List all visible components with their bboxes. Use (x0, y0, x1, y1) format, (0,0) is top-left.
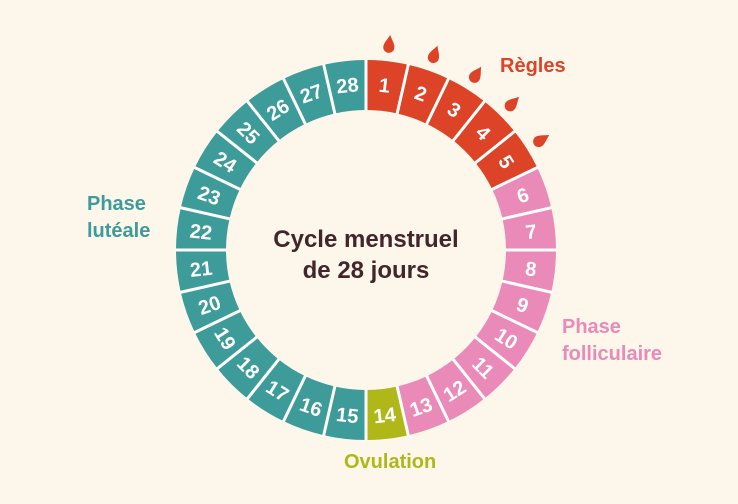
segment-divider (501, 206, 553, 221)
day-segment-4 (453, 101, 515, 163)
day-number-21: 21 (189, 258, 214, 282)
segment-divider (281, 77, 307, 125)
phase-folliculaire-label: Phase folliculaire (562, 316, 663, 365)
day-segment-16 (283, 376, 335, 436)
day-segment-18 (217, 337, 279, 399)
day-number-8: 8 (524, 258, 538, 281)
day-segment-27 (283, 64, 335, 124)
day-segment-14 (366, 386, 409, 440)
day-segment-25 (217, 101, 279, 163)
center-title-line2: de 28 jours (302, 257, 430, 284)
segment-divider (216, 130, 258, 165)
center-title: Cycle menstruel de 28 jours (216, 224, 516, 286)
day-number-22: 22 (189, 220, 214, 244)
ovulation-label: Ovulation (344, 451, 437, 473)
day-number-14: 14 (372, 404, 397, 428)
day-segment-15 (323, 386, 366, 440)
segment-divider (179, 279, 231, 294)
day-number-7: 7 (524, 221, 538, 244)
day-segment-2 (397, 64, 449, 124)
segment-divider (474, 130, 516, 165)
segment-divider (193, 309, 241, 335)
segment-divider (395, 63, 410, 115)
segment-divider (451, 358, 486, 400)
segment-divider (179, 206, 231, 221)
segment-divider (395, 385, 410, 437)
blood-drop-icon (383, 34, 395, 53)
day-segment-13 (397, 376, 449, 436)
segment-divider (281, 375, 307, 423)
segment-divider (474, 335, 516, 370)
day-segment-11 (453, 337, 515, 399)
day-segment-22 (176, 207, 230, 250)
segment-divider (491, 309, 539, 335)
day-segment-20 (180, 281, 240, 333)
regles-label: Règles (500, 55, 566, 77)
segment-divider (501, 279, 553, 294)
segment-divider (246, 358, 281, 400)
segment-divider (216, 335, 258, 370)
day-segment-8 (502, 250, 557, 293)
blood-drop-icon (468, 66, 482, 83)
day-segment-21 (176, 250, 230, 293)
day-number-28: 28 (335, 74, 360, 98)
segment-divider (193, 165, 241, 191)
segment-divider (425, 77, 451, 125)
blood-drop-icon (504, 96, 520, 112)
segment-divider (322, 385, 337, 437)
segment-divider (246, 100, 281, 142)
center-title-line1: Cycle menstruel (273, 226, 459, 253)
day-segment-1 (366, 60, 409, 114)
day-number-15: 15 (335, 404, 360, 428)
phase-luteale-label: Phase lutéale (87, 193, 151, 242)
segment-divider (322, 63, 337, 115)
day-segment-9 (492, 281, 552, 333)
blood-drop-icon (427, 45, 440, 63)
blood-drop-icon (533, 134, 550, 148)
day-segment-7 (502, 207, 557, 250)
day-number-1: 1 (378, 75, 392, 98)
day-segment-23 (180, 167, 240, 219)
segment-divider (491, 165, 539, 191)
segment-divider (451, 100, 486, 142)
segment-divider (425, 375, 451, 423)
day-segment-6 (492, 167, 552, 219)
day-segment-28 (323, 60, 366, 114)
